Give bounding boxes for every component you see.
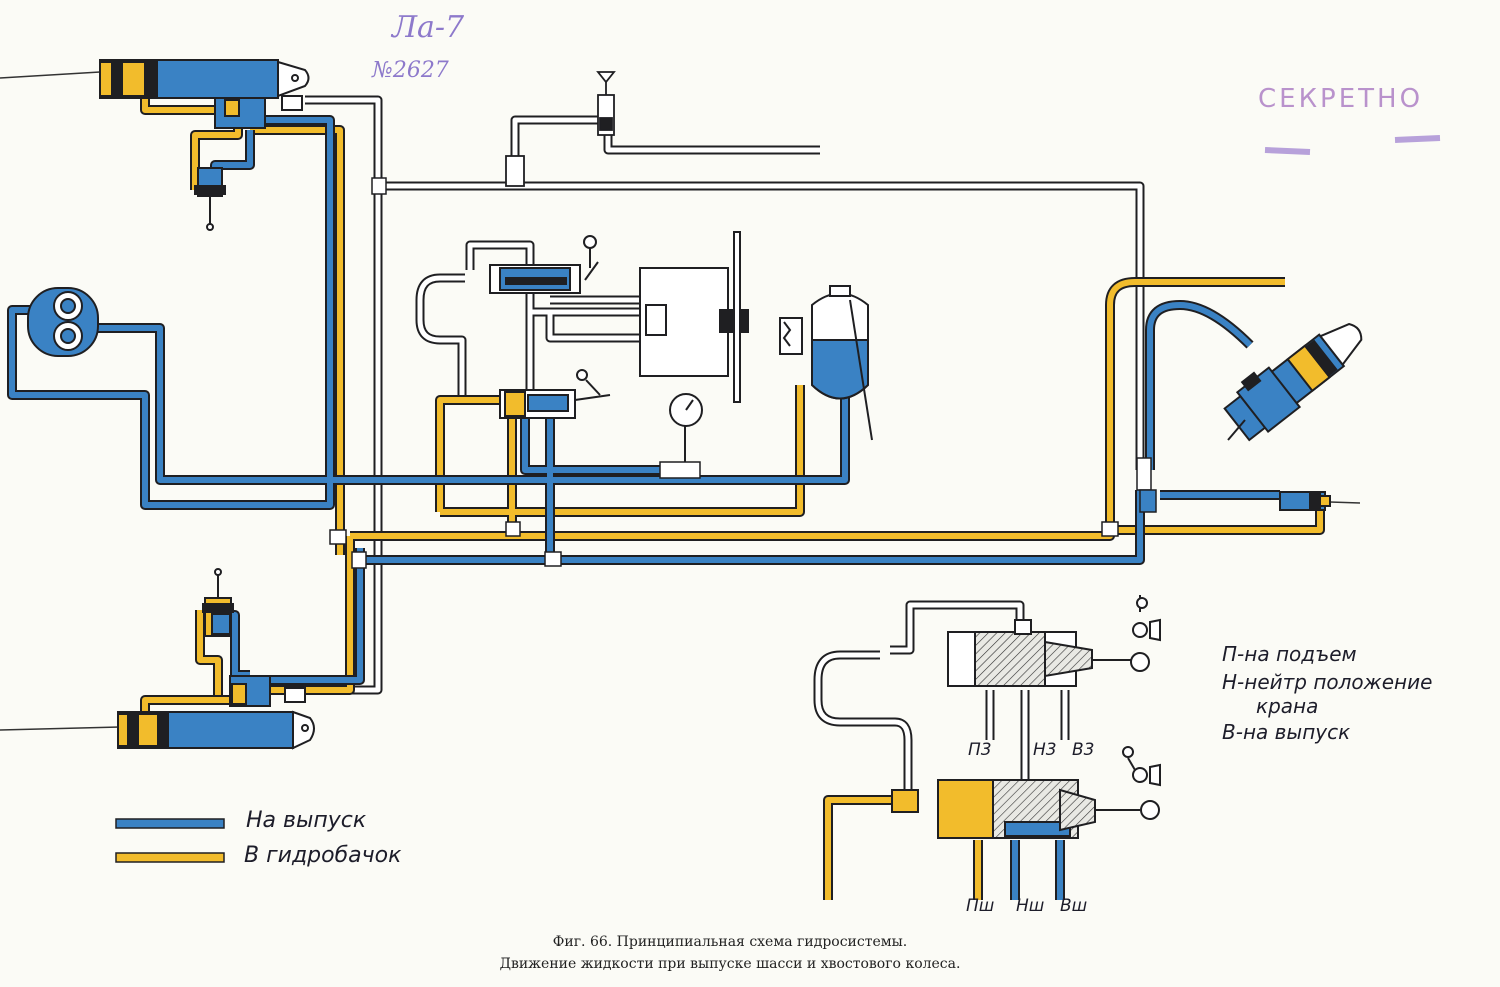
port-label-psh: Пш (966, 896, 995, 916)
ink-marks (1264, 135, 1441, 155)
gear-control-valve (499, 369, 611, 419)
actuator-rods (0, 71, 1361, 731)
figure-caption-line2: Движение жидкости при выпуске шасси и хв… (499, 956, 961, 972)
main-gear-cylinder-top (99, 59, 310, 99)
return-pipes (140, 90, 1325, 900)
lock-cylinder-bottom (202, 568, 234, 637)
port-label-vsh: Вш (1060, 896, 1088, 916)
figure-caption-line1: Фиг. 66. Принципиальная схема гидросисте… (552, 934, 908, 950)
port-label-p3: П3 (968, 740, 992, 760)
main-gear-cylinder-bottom (117, 710, 315, 750)
handwritten-number: №2627 (372, 58, 449, 83)
release-pipes (7, 115, 1280, 900)
legend-label-return: В гидробачок (244, 843, 402, 868)
tail-lock-cylinder (1279, 491, 1331, 511)
key-line-neutral-cont: крана (1256, 694, 1319, 718)
lock-valve-top (214, 95, 303, 129)
valve-detail-upper (947, 595, 1161, 687)
lock-cylinder-top (194, 167, 226, 231)
legend-swatch-release (115, 818, 225, 829)
legend-swatches (115, 818, 225, 863)
valve-detail-lower (891, 746, 1161, 839)
hydraulic-tank (779, 285, 873, 441)
secrecy-stamp: СЕКРЕТНО (1258, 84, 1424, 114)
port-label-nsh: Нш (1016, 896, 1045, 916)
port-label-v3: В3 (1072, 740, 1095, 760)
filler-valve (505, 71, 616, 187)
legend-label-release: На выпуск (246, 808, 367, 833)
key-line-release: В-на выпуск (1222, 720, 1351, 744)
handwritten-title: Ла-7 (392, 10, 465, 45)
automatic-valve (489, 235, 599, 294)
port-label-n3: Н3 (1033, 740, 1057, 760)
key-line-neutral: Н-нейтр положение (1222, 670, 1433, 694)
pressure-accumulator (639, 231, 749, 403)
legend-swatch-return (115, 852, 225, 863)
valve-position-key: П-на подъем Н-нейтр положение крана В-на… (1222, 642, 1432, 744)
hydraulic-pump (27, 287, 99, 357)
lock-valve-bottom (229, 675, 306, 707)
tail-wheel-cylinder (1223, 322, 1363, 442)
pipe-tees (329, 177, 1157, 569)
key-line-raise: П-на подъем (1222, 642, 1357, 666)
pressure-gauge (669, 393, 703, 462)
